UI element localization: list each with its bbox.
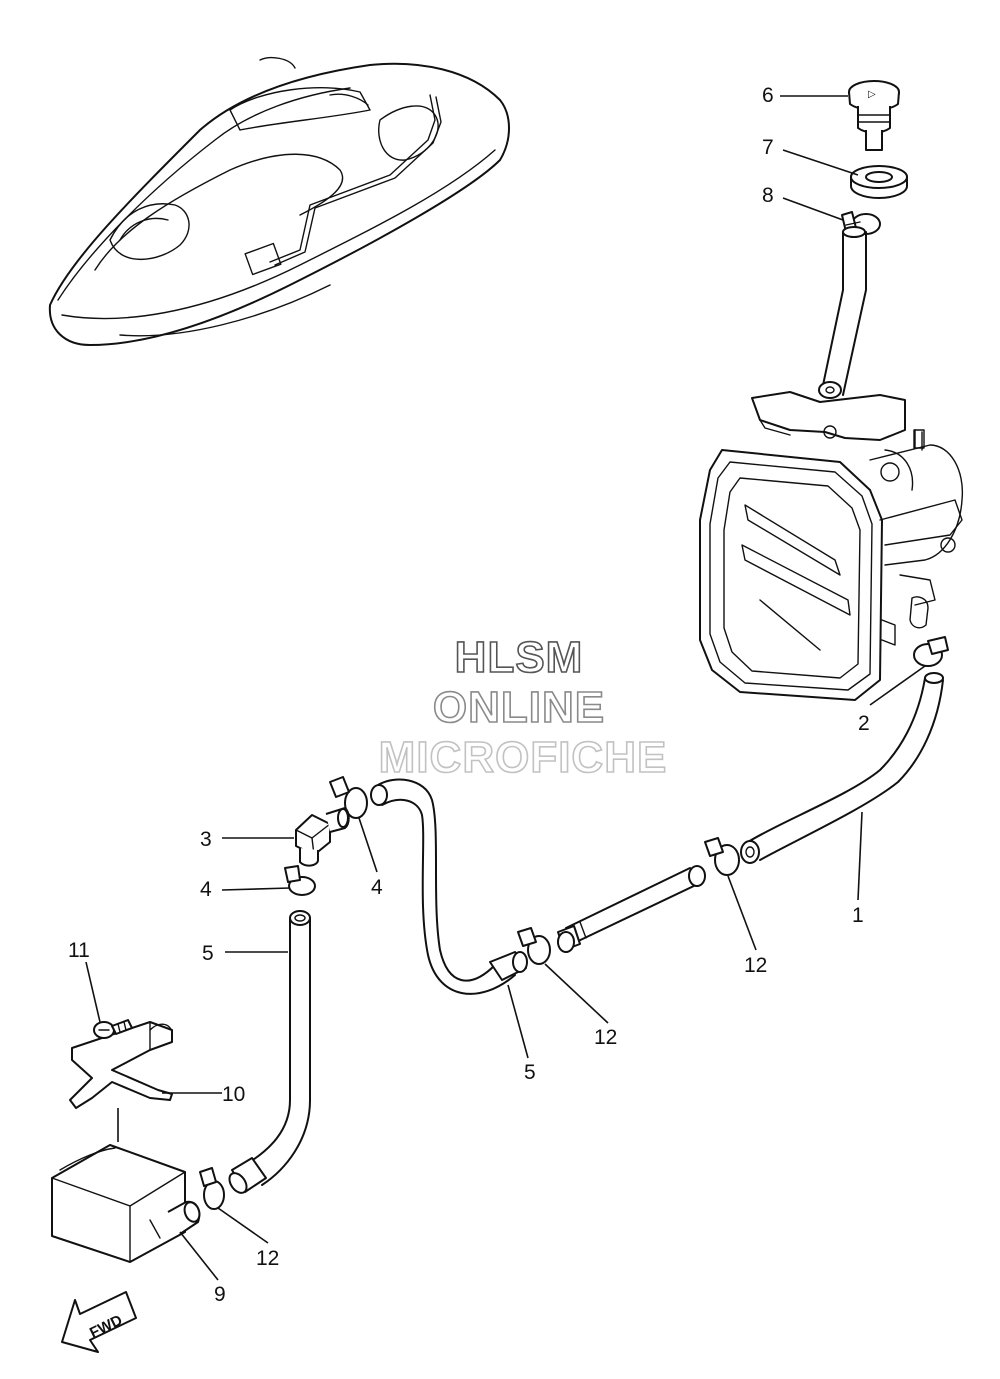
callout-10: 10 [222, 1083, 245, 1106]
o-ring [850, 165, 908, 199]
callout-9: 9 [214, 1283, 226, 1306]
watermark: HLSM ONLINE MICROFICHE [378, 632, 668, 783]
callout-8: 8 [762, 184, 774, 207]
callout-12-lower: 12 [256, 1247, 279, 1270]
callout-numbers: 6 7 8 2 1 12 12 5 4 3 4 5 11 10 12 9 [68, 84, 870, 1306]
callout-4-upper: 4 [371, 876, 383, 899]
callout-11: 11 [68, 939, 90, 962]
callout-1: 1 [852, 904, 864, 927]
callout-4-lower: 4 [200, 878, 212, 901]
jet-pump-housing [699, 391, 964, 701]
watermark-line2: ONLINE [433, 683, 605, 732]
watermark-line1: HLSM [455, 633, 584, 682]
hose-5-left [228, 910, 311, 1194]
callout-7: 7 [762, 136, 774, 159]
callout-12-middle: 12 [594, 1026, 617, 1049]
callout-5-middle: 5 [524, 1061, 536, 1084]
hose-clamp-2 [913, 636, 949, 667]
watermark-line3: MICROFICHE [379, 733, 668, 782]
hose-5-middle [370, 778, 528, 995]
hose-clamp-4-upper [329, 776, 368, 819]
hose-clamp-12-right [704, 837, 740, 876]
leader-lines [85, 95, 926, 1281]
fwd-arrow: FWD [61, 1291, 137, 1353]
elbow-fitting [295, 807, 350, 867]
connector-tube [557, 865, 706, 953]
hose-clamp-4-lower [284, 865, 316, 896]
vent-hose-upper [818, 226, 867, 399]
callout-12-right: 12 [744, 954, 767, 977]
water-box [51, 1144, 201, 1263]
hose-1 [740, 672, 944, 864]
screw [93, 1019, 133, 1039]
hose-clamp-12-middle [517, 927, 551, 965]
callout-5-left: 5 [202, 942, 214, 965]
callout-3: 3 [200, 828, 212, 851]
drain-plug: ▷ [848, 80, 900, 151]
hose-clamp-12-lower [199, 1167, 225, 1210]
bracket [69, 1021, 173, 1109]
callout-2: 2 [858, 712, 870, 735]
watercraft-overview [48, 56, 510, 346]
callout-6: 6 [762, 84, 774, 107]
svg-text:▷: ▷ [868, 89, 876, 100]
